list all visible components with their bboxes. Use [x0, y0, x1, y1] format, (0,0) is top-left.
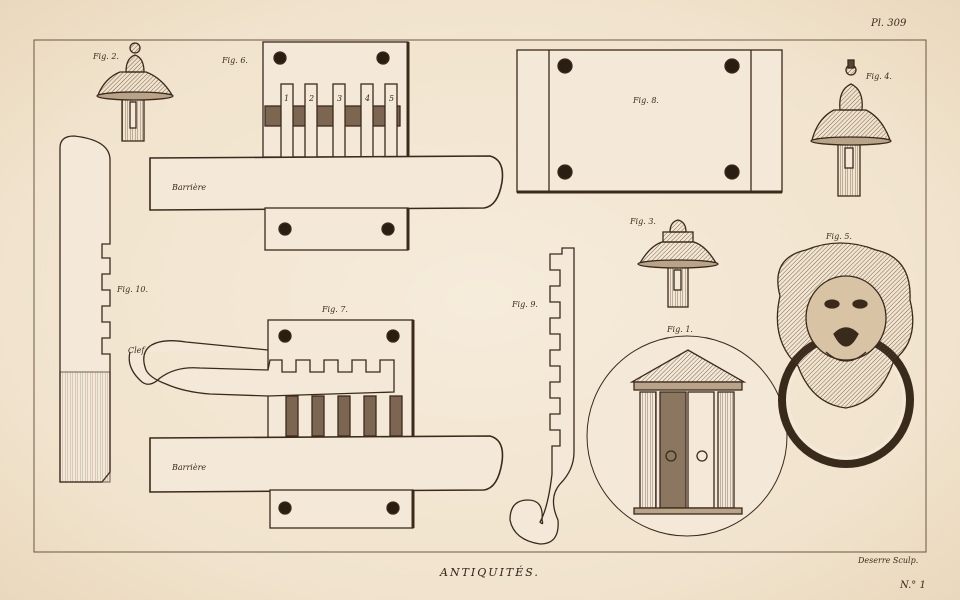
fig2-finial	[96, 42, 174, 142]
fig5-label: Fig. 5.	[826, 232, 852, 241]
fig9-label: Fig. 9.	[512, 300, 538, 309]
fig3-label: Fig. 3.	[630, 217, 656, 226]
fig4-finial	[810, 59, 892, 197]
engraver-signature: Deserre Sculp.	[858, 556, 919, 565]
fig5-lion-knocker	[776, 242, 914, 468]
clef-label: Clef	[128, 346, 145, 355]
plate-number: Pl. 309	[871, 18, 907, 29]
fig6-label: Fig. 6.	[222, 56, 248, 65]
fig6-lock	[149, 41, 504, 251]
tumbler-number: 1	[284, 94, 290, 103]
tumbler-number: 4	[365, 94, 371, 103]
fig1-label: Fig. 1.	[667, 325, 693, 334]
sheet-number: N.° 1	[900, 580, 926, 591]
tumbler-number: 2	[309, 94, 315, 103]
fig4-label: Fig. 4.	[866, 72, 892, 81]
plate-title: ANTIQUITÉS.	[440, 566, 540, 579]
tumbler-number: 5	[389, 94, 395, 103]
fig7-lock-with-key	[128, 319, 504, 529]
fig2-label: Fig. 2.	[93, 52, 119, 61]
fig3-finial	[637, 219, 719, 308]
tumbler-number: 3	[337, 94, 343, 103]
fig8-label: Fig. 8.	[633, 96, 659, 105]
fig10-bolt	[59, 135, 111, 483]
fig1-medallion	[586, 335, 788, 537]
barriere-label-fig6: Barrière	[172, 183, 207, 192]
fig8-lock-plate	[516, 49, 783, 194]
fig10-label: Fig. 10.	[117, 285, 149, 294]
fig7-label: Fig. 7.	[322, 305, 348, 314]
barriere-label-fig7: Barrière	[172, 463, 207, 472]
fig9-key	[509, 247, 575, 545]
plate-border	[33, 39, 927, 553]
